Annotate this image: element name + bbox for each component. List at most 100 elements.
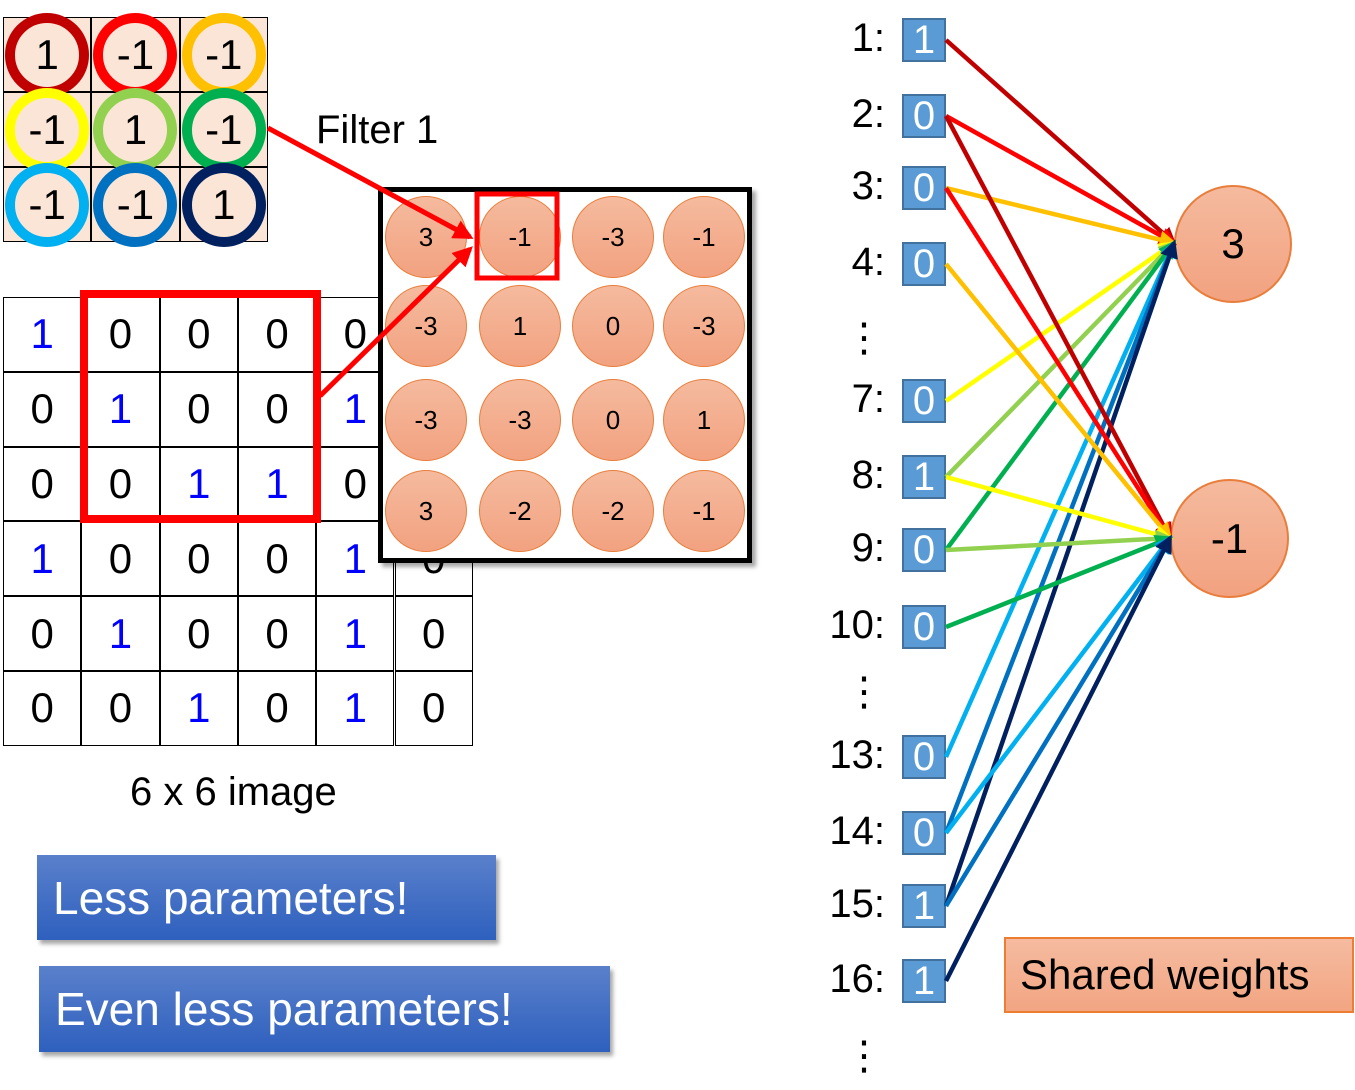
weight-connection xyxy=(944,240,1177,552)
input-value-box: 0 xyxy=(902,735,946,779)
weight-connection xyxy=(943,239,1178,907)
input-value-box: 0 xyxy=(902,166,946,210)
image-window-highlight xyxy=(80,290,321,523)
shared-weights-label: Shared weights xyxy=(1004,937,1354,1013)
image-pixel: 1 xyxy=(159,446,238,522)
image-pixel: 0 xyxy=(394,596,473,671)
input-value-box: 0 xyxy=(902,528,946,572)
weight-connection xyxy=(945,185,1178,249)
image-pixel: 0 xyxy=(237,671,317,746)
ellipsis-icon: ⋮ xyxy=(844,1034,884,1078)
image-pixel: 0 xyxy=(81,446,160,522)
input-index-label: 1: xyxy=(851,16,885,60)
image-pixel: 0 xyxy=(159,596,238,671)
weight-connection xyxy=(945,534,1174,630)
input-index-label: 13: xyxy=(829,733,885,777)
ellipsis-icon: ⋮ xyxy=(844,670,884,714)
input-index-label: 3: xyxy=(851,164,885,208)
input-index-label: 16: xyxy=(829,957,885,1001)
weight-connection xyxy=(944,114,1178,245)
filter-weight: 1 xyxy=(181,162,266,247)
image-pixel: 1 xyxy=(159,671,238,746)
feature-map-value: -1 xyxy=(663,196,745,278)
feature-map-value: -3 xyxy=(479,379,561,461)
input-value-box: 0 xyxy=(902,242,946,286)
input-value-box: 0 xyxy=(902,379,946,423)
less-parameters-banner: Less parameters! xyxy=(37,855,496,940)
image-pixel: 0 xyxy=(81,297,160,372)
image-pixel: 0 xyxy=(3,596,82,671)
image-pixel: 0 xyxy=(237,297,317,372)
input-index-label: 2: xyxy=(851,92,885,136)
weight-connection xyxy=(944,186,1172,542)
weight-connection xyxy=(943,534,1173,983)
image-pixel: 1 xyxy=(3,521,82,597)
image-pixel: 1 xyxy=(316,671,395,746)
weight-connection xyxy=(944,535,1173,835)
output-node-top: 3 xyxy=(1174,185,1292,303)
filter-label: Filter 1 xyxy=(316,108,439,152)
image-pixel: 1 xyxy=(81,596,160,671)
input-index-label: 4: xyxy=(851,240,885,284)
image-pixel: 0 xyxy=(81,521,160,597)
input-value-box: 0 xyxy=(902,811,946,855)
input-value-box: 1 xyxy=(902,455,946,499)
weight-connection xyxy=(943,239,1177,758)
input-value-box: 1 xyxy=(902,884,946,928)
weight-connection xyxy=(944,262,1173,541)
input-index-label: 9: xyxy=(851,526,885,570)
filter-weight: 1 xyxy=(93,87,178,172)
image-pixel: 0 xyxy=(3,446,82,522)
filter-weight: -1 xyxy=(93,12,178,97)
input-index-label: 15: xyxy=(829,882,885,926)
image-pixel: 0 xyxy=(159,371,238,447)
image-pixel: 0 xyxy=(237,596,317,671)
weight-connection xyxy=(944,240,1177,403)
feature-map-value: -3 xyxy=(572,196,654,278)
image-pixel: 0 xyxy=(81,671,160,746)
input-index-label: 8: xyxy=(851,453,885,497)
weight-connection xyxy=(944,38,1177,246)
output-node-bottom: -1 xyxy=(1170,479,1289,598)
ellipsis-icon: ⋮ xyxy=(844,316,884,360)
even-less-parameters-banner: Even less parameters! xyxy=(39,966,610,1052)
weight-connection xyxy=(944,534,1172,908)
input-value-box: 0 xyxy=(902,94,946,138)
input-index-label: 7: xyxy=(851,377,885,421)
feature-map-value: -3 xyxy=(663,285,745,367)
weight-connection xyxy=(945,529,1174,553)
image-pixel: 0 xyxy=(3,671,82,746)
window-to-output-arrow xyxy=(318,246,473,398)
feature-map-highlight xyxy=(474,191,560,281)
image-pixel: 0 xyxy=(237,521,317,597)
feature-map-value: -3 xyxy=(385,379,467,461)
image-pixel: 1 xyxy=(3,297,82,372)
feature-map-value: 1 xyxy=(479,285,561,367)
weight-connection xyxy=(945,474,1174,543)
feature-map-value: -3 xyxy=(385,285,467,367)
image-pixel: 0 xyxy=(394,671,473,746)
feature-map-value: 1 xyxy=(663,379,745,461)
input-value-box: 0 xyxy=(902,605,946,649)
input-value-box: 1 xyxy=(902,959,946,1003)
feature-map-value: -2 xyxy=(479,470,561,552)
filter-weight: -1 xyxy=(93,162,178,247)
input-value-box: 1 xyxy=(902,18,946,62)
filter-to-output-arrow xyxy=(266,125,474,240)
filter-weight: -1 xyxy=(5,87,90,172)
image-pixel: 1 xyxy=(81,371,160,447)
image-caption: 6 x 6 image xyxy=(130,770,337,814)
weight-connection xyxy=(944,240,1177,479)
feature-map-value: 0 xyxy=(572,379,654,461)
filter-weight: -1 xyxy=(5,162,90,247)
input-index-label: 10: xyxy=(829,603,885,647)
weight-connection xyxy=(943,239,1178,834)
feature-map-value: -2 xyxy=(572,470,654,552)
feature-map-value: 3 xyxy=(385,470,467,552)
image-pixel: 1 xyxy=(316,596,395,671)
input-index-label: 14: xyxy=(829,809,885,853)
feature-map-value: 0 xyxy=(572,285,654,367)
feature-map-value: -1 xyxy=(663,470,745,552)
